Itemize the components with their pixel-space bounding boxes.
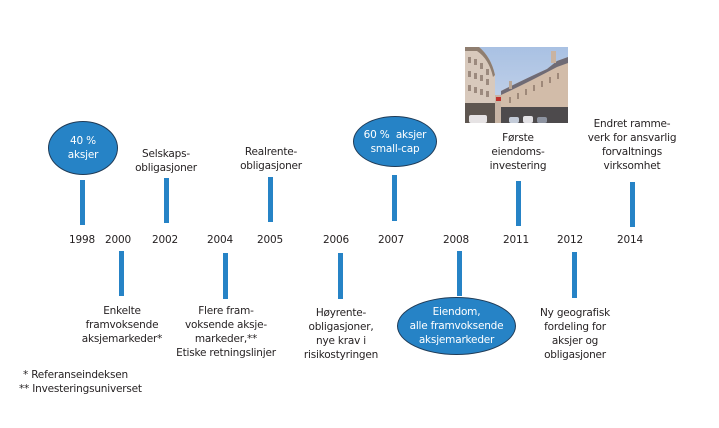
timeline-bar-2012: [572, 252, 577, 298]
event-text-line: framvoksende: [85, 319, 159, 331]
event-label-2004: Flere fram- voksende aksje- markeder,** …: [176, 304, 276, 360]
event-label-2005: Realrente- obligasjoner: [240, 145, 302, 173]
event-text-line: markeder,**: [194, 333, 258, 345]
event-text-line: investering: [489, 160, 547, 172]
event-label-2012: Ny geografisk fordeling for aksjer og ob…: [540, 306, 610, 362]
event-text-line: obligasjoner: [544, 349, 606, 361]
timeline-bar-2011: [516, 181, 521, 226]
event-label-2014: Endret ramme- verk for ansvarlig forvalt…: [588, 117, 677, 173]
event-text-line: 40 %: [70, 135, 96, 147]
footnote-reference-index: * Referanseindeksen: [23, 369, 128, 381]
footnotes: * Referanseindeksen ** Investeringsunive…: [19, 368, 142, 396]
timeline-bar-2006: [338, 253, 343, 299]
timeline-bar-2004: [223, 253, 228, 299]
event-text-line: Selskaps-: [142, 148, 190, 160]
timeline-bar-2005: [268, 177, 273, 222]
event-text-line: Flere fram-: [198, 305, 254, 317]
event-text-line: verk for ansvarlig: [587, 132, 677, 144]
street-photo-icon: [465, 47, 568, 123]
event-label-2002: Selskaps- obligasjoner: [135, 147, 197, 175]
event-text-line: Ny geografisk: [540, 307, 610, 319]
event-text-line: Høyrente-: [315, 307, 367, 319]
event-text-line: small-cap: [370, 142, 420, 155]
event-label-2006: Høyrente- obligasjoner, nye krav i risik…: [304, 306, 378, 362]
event-text-line: voksende aksje-: [185, 319, 267, 331]
property-photo: [465, 47, 568, 123]
event-text-line: Eiendom,: [432, 306, 481, 318]
year-label-2008: 2008: [443, 234, 469, 246]
event-ellipse-1998: 40 % aksjer: [48, 121, 118, 175]
event-text-line: Realrente-: [244, 146, 298, 158]
event-text-line: obligasjoner: [135, 162, 197, 174]
event-text-line: fordeling for: [544, 321, 606, 333]
timeline-bar-2008: [457, 251, 462, 296]
event-text-line: eiendoms-: [491, 146, 545, 158]
event-ellipse-2007: 60 % aksjer small-cap: [353, 116, 437, 167]
event-text-line: Første: [502, 132, 534, 144]
event-text-line: aksjemarkeder*: [81, 333, 163, 345]
event-text-line: obligasjoner: [240, 160, 302, 172]
year-label-2007: 2007: [378, 234, 404, 246]
event-label-2011: Første eiendoms- investering: [490, 131, 547, 173]
event-text-line: nye krav i: [316, 335, 366, 347]
event-label-2000: Enkelte framvoksende aksjemarkeder*: [81, 304, 163, 346]
event-text-line: Etiske retningslinjer: [176, 347, 276, 359]
year-label-2000: 2000: [105, 234, 131, 246]
event-text-line: obligasjoner,: [308, 321, 374, 333]
event-ellipse-2008: Eiendom, alle framvoksende aksjemarkeder: [397, 297, 516, 355]
year-label-2004: 2004: [207, 234, 233, 246]
event-text-line: forvaltnings: [601, 146, 663, 158]
event-text-line: aksjer: [67, 149, 99, 161]
timeline-bar-2002: [164, 178, 169, 223]
year-label-2002: 2002: [152, 234, 178, 246]
event-text-line: alle framvoksende: [409, 320, 504, 332]
year-label-2005: 2005: [257, 234, 283, 246]
year-label-2014: 2014: [617, 234, 643, 246]
event-text-line: risikostyringen: [303, 349, 379, 361]
event-text-line: aksjer og: [551, 335, 599, 347]
year-label-2006: 2006: [323, 234, 349, 246]
event-text-line: aksjemarkeder: [418, 334, 495, 346]
event-text-line: virksomhet: [603, 160, 661, 172]
year-label-2011: 2011: [503, 234, 529, 246]
footnote-investment-universe: ** Investeringsuniverset: [19, 383, 142, 395]
event-text-line: Endret ramme-: [593, 118, 671, 130]
timeline-bar-2007: [392, 175, 397, 221]
timeline-bar-2000: [119, 251, 124, 296]
timeline-bar-1998: [80, 180, 85, 225]
timeline-bar-2014: [630, 182, 635, 227]
year-label-1998: 1998: [69, 234, 95, 246]
year-label-2012: 2012: [557, 234, 583, 246]
event-text-line: 60 % aksjer: [363, 128, 427, 141]
event-text-line: Enkelte: [103, 305, 141, 317]
